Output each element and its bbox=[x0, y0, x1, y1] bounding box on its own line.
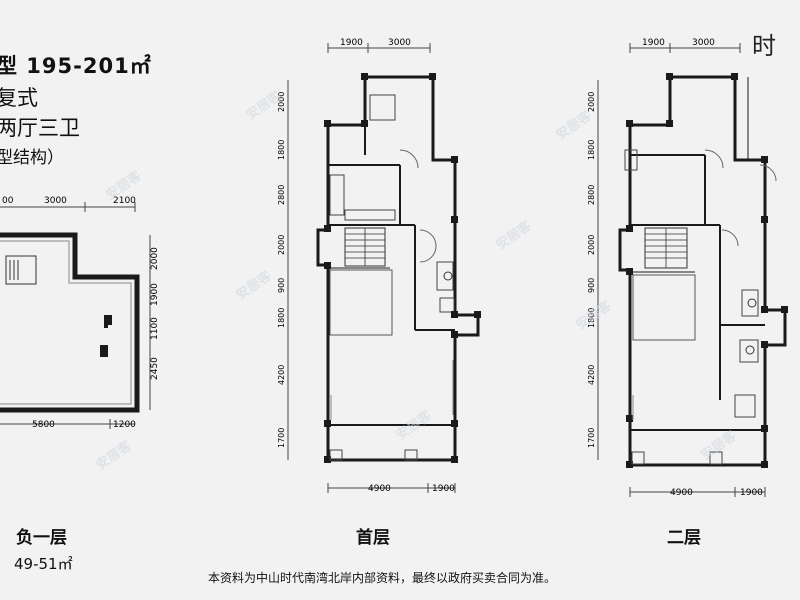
unit-type-line: 复式 bbox=[0, 86, 38, 110]
sf-dim-left-2: 1800 bbox=[587, 140, 596, 160]
basement-dim-top-3: 2100 bbox=[113, 196, 136, 206]
sf-dim-left-5: 900 bbox=[587, 278, 596, 293]
unit-title: 型 195-201㎡ bbox=[0, 54, 152, 78]
sf-dim-left-7: 4200 bbox=[587, 365, 596, 385]
brand-logo: 时 bbox=[752, 32, 776, 60]
basement-dim-top-1: 00 bbox=[2, 196, 14, 206]
watermark-8: 安居客 bbox=[698, 427, 740, 463]
basement-dim-right-4: 2450 bbox=[150, 357, 160, 380]
disclaimer-text: 本资料为中山时代南湾北岸内部资料，最终以政府买卖合同为准。 bbox=[208, 571, 557, 585]
watermark-3: 安居客 bbox=[233, 267, 275, 303]
ff-dim-left-1: 2000 bbox=[277, 92, 286, 112]
ff-dim-left-8: 1700 bbox=[277, 428, 286, 448]
sf-dim-top-2: 3000 bbox=[692, 38, 715, 48]
unit-rooms-line: 两厅三卫 bbox=[0, 116, 80, 140]
ff-dim-left-3: 2800 bbox=[277, 185, 286, 205]
ff-dim-left-7: 4200 bbox=[277, 365, 286, 385]
ff-dim-top-2: 3000 bbox=[388, 38, 411, 48]
basement-dim-right-1: 2000 bbox=[150, 247, 160, 270]
basement-dim-bottom-1: 5800 bbox=[32, 420, 55, 430]
basement-label: 负一层 bbox=[16, 528, 67, 548]
first-floor-plan: 1900 3000 2000 1800 2800 2000 900 1800 4… bbox=[277, 38, 481, 494]
sf-dim-bottom-1: 4900 bbox=[670, 488, 693, 498]
ff-dim-bottom-1: 4900 bbox=[368, 484, 391, 494]
basement-dim-bottom-2: 1200 bbox=[113, 420, 136, 430]
watermark-9: 安居客 bbox=[493, 217, 535, 253]
sf-dim-left-4: 2000 bbox=[587, 235, 596, 255]
ff-dim-bottom-2: 1900 bbox=[432, 484, 455, 494]
ff-dim-left-4: 2000 bbox=[277, 235, 286, 255]
basement-dim-right-2: 1900 bbox=[150, 283, 160, 306]
basement-plan: 00 3000 2100 2000 1900 1100 2450 5800 12… bbox=[0, 196, 160, 430]
ff-dim-left-2: 1800 bbox=[277, 140, 286, 160]
ff-dim-top-1: 1900 bbox=[340, 38, 363, 48]
basement-area: 49-51㎡ bbox=[14, 555, 73, 573]
ff-dim-left-5: 900 bbox=[277, 278, 286, 293]
sf-dim-left-3: 2800 bbox=[587, 185, 596, 205]
sf-dim-bottom-2: 1900 bbox=[740, 488, 763, 498]
watermarks: 安居客 安居客 安居客 安居客 安居客 安居客 安居客 安居客 安居客 bbox=[93, 87, 740, 473]
basement-dim-right-3: 1100 bbox=[150, 317, 160, 340]
unit-structure-note: 型结构） bbox=[0, 148, 64, 168]
sf-dim-left-6: 1800 bbox=[587, 308, 596, 328]
second-floor-plan: 1900 3000 2000 1800 2800 2000 900 1800 4… bbox=[587, 38, 788, 498]
watermark-2: 安居客 bbox=[93, 437, 135, 473]
second-floor-label: 二层 bbox=[667, 528, 701, 548]
sf-dim-top-1: 1900 bbox=[642, 38, 665, 48]
sf-dim-left-8: 1700 bbox=[587, 428, 596, 448]
first-floor-label: 首层 bbox=[356, 528, 390, 548]
ff-dim-left-6: 1800 bbox=[277, 308, 286, 328]
sf-dim-left-1: 2000 bbox=[587, 92, 596, 112]
basement-dim-top-2: 3000 bbox=[44, 196, 67, 206]
